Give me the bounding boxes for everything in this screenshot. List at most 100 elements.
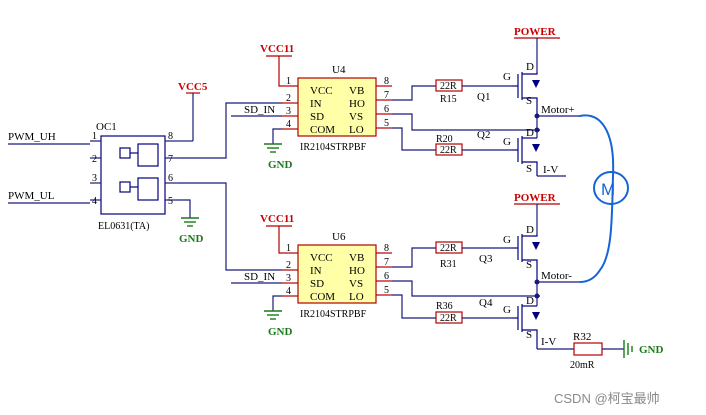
oc1-pin-1: 1 (92, 131, 97, 142)
u6-pin-6-num: 6 (384, 271, 389, 282)
u6-vcc-wire (278, 226, 282, 254)
u4-ho-wire (392, 85, 436, 101)
net-sd-in-u6: SD_IN (244, 271, 275, 283)
u6-pin-8-num: 8 (384, 243, 389, 254)
u4-pin-1-num: 1 (286, 76, 291, 87)
u6-vs-wire (392, 280, 540, 297)
u4-pin-vb: VB (349, 85, 364, 97)
u4-pin-4-num: 4 (286, 119, 291, 130)
u6-lo-wire (392, 294, 436, 319)
u4-part: IR2104STRPBF (300, 142, 367, 153)
net-vcc11-u4: VCC11 (260, 43, 294, 55)
r15-value: 22R (440, 81, 457, 92)
net-sd-in-u4: SD_IN (244, 104, 275, 116)
watermark: CSDN @柯宝最帅 (554, 391, 660, 406)
r36-value: 22R (440, 313, 457, 324)
q1-s: S (526, 95, 532, 107)
net-pwm-uh: PWM_UH (8, 131, 56, 143)
optocoupler-body (100, 135, 166, 215)
q1-mosfet (512, 72, 540, 116)
r32-body (573, 342, 603, 356)
u4-pin-ho: HO (349, 98, 365, 110)
q2-mosfet (512, 136, 540, 176)
net-power-2: POWER (514, 192, 557, 204)
r15-refdes: R15 (440, 94, 457, 105)
oc1-pin-7: 7 (168, 154, 173, 165)
q4-refdes: Q4 (479, 297, 493, 309)
net-motor-minus: Motor- (541, 270, 572, 282)
gnd-label-u4: GND (268, 159, 293, 171)
u4-body (297, 77, 377, 137)
u4-pin-5-num: 5 (384, 118, 389, 129)
r32-refdes: R32 (573, 331, 591, 343)
u6-com-wire (272, 295, 282, 311)
net-iv-2: I-V (541, 336, 556, 348)
r31-value: 22R (440, 243, 457, 254)
u4-pin-2-num: 2 (286, 93, 291, 104)
motor-icon: M (601, 180, 615, 199)
q2-s: S (526, 163, 532, 175)
q4-s: S (526, 329, 532, 341)
q3-mosfet (512, 234, 540, 282)
net-vcc11-u6: VCC11 (260, 213, 294, 225)
motor-circle (593, 171, 629, 205)
u4-pin-vcc: VCC (310, 85, 333, 97)
oc1-pins: 1 2 3 4 5 6 7 8 (90, 131, 178, 207)
q2-g: G (503, 136, 511, 148)
gnd-symbol-shunt (623, 340, 633, 358)
u6-body (297, 244, 377, 304)
u6-pin-ho: HO (349, 265, 365, 277)
oc1-to-u6-in (178, 182, 282, 271)
q4-mosfet (512, 304, 540, 349)
u4-pin-com: COM (310, 124, 335, 136)
r32-value: 20mR (570, 360, 595, 371)
q2-refdes: Q2 (477, 129, 490, 141)
u6-pin-1-num: 1 (286, 243, 291, 254)
u6-pin-com: COM (310, 291, 335, 303)
motor-hand-wire (579, 114, 615, 283)
gnd-symbol-u4 (264, 143, 282, 153)
u4-pin-in: IN (310, 98, 322, 110)
u6-pin-3-num: 3 (286, 273, 291, 284)
u4-pin-8-num: 8 (384, 76, 389, 87)
net-pwm-ul: PWM_UL (8, 190, 55, 202)
u4-pin-3-num: 3 (286, 106, 291, 117)
q2-d: D (526, 127, 534, 139)
r36-refdes: R36 (436, 301, 453, 312)
u4-lo-wire (392, 127, 436, 151)
u6-pin-7-num: 7 (384, 257, 389, 268)
oc1-pin-8: 8 (168, 131, 173, 142)
r20-refdes: R20 (436, 134, 453, 145)
u6-pin-2-num: 2 (286, 260, 291, 271)
oc1-pin-5: 5 (168, 196, 173, 207)
u4-com-wire (272, 128, 282, 144)
oc1-refdes: OC1 (96, 121, 117, 133)
oc1-pin-3: 3 (92, 173, 97, 184)
r31-refdes: R31 (440, 259, 457, 270)
u6-refdes: U6 (332, 231, 346, 243)
u6-pin-5-num: 5 (384, 285, 389, 296)
u4-vcc-wire (278, 56, 282, 87)
q4-g: G (503, 304, 511, 316)
q1-d: D (526, 61, 534, 73)
oc1-part: EL0631(TA) (98, 221, 149, 232)
u4-pins: 1 2 3 4 VCC IN SD COM VB HO VS LO 8 7 6 … (282, 76, 392, 136)
u6-pin-lo: LO (349, 291, 364, 303)
u4-pin-6-num: 6 (384, 104, 389, 115)
oc1-to-u4-in (178, 102, 282, 159)
gnd-label-shunt: GND (639, 344, 664, 356)
net-vcc5: VCC5 (178, 81, 208, 93)
u4-vs-wire (392, 113, 540, 131)
gnd-symbol-oc1 (181, 217, 199, 227)
u6-pin-sd: SD (310, 278, 324, 290)
u6-pin-vb: VB (349, 252, 364, 264)
q1-refdes: Q1 (477, 91, 490, 103)
net-power-1: POWER (514, 26, 557, 38)
q1-g: G (503, 71, 511, 83)
q3-s: S (526, 259, 532, 271)
q3-g: G (503, 234, 511, 246)
oc1-gnd-wire (178, 199, 191, 218)
gnd-label-oc1: GND (179, 233, 204, 245)
u6-ho-wire (392, 247, 436, 268)
